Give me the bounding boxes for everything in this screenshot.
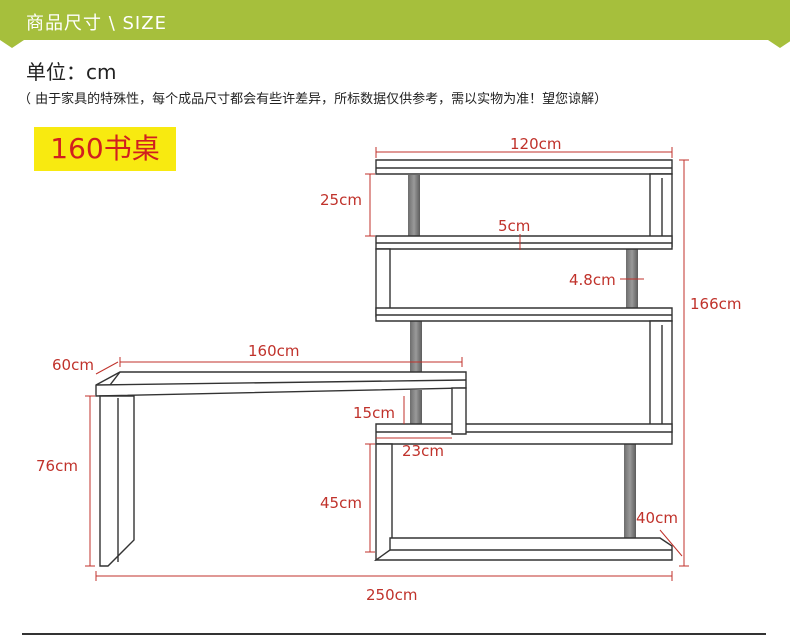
unit-label: 单位：cm <box>26 60 117 84</box>
disclaimer-note: （ 由于家具的特殊性，每个成品尺寸都会有些许差异，所标数据仅供参考，需以实物为准… <box>18 92 608 107</box>
dim-pole-diameter: 4.8cm <box>569 271 616 289</box>
dim-desk-height: 76cm <box>36 457 78 475</box>
desk <box>95 371 467 567</box>
dim-total-length: 250cm <box>366 586 418 604</box>
dim-shelf-gap: 25cm <box>320 191 362 209</box>
shelf-base-board <box>373 537 673 561</box>
shelf-unit <box>373 159 673 562</box>
shelf-board-1 <box>375 159 673 175</box>
dim-total-height: 166cm <box>690 295 742 313</box>
shelf-board-4 <box>375 423 673 445</box>
dim-desk-offset: 23cm <box>402 442 444 460</box>
dimension-lines <box>85 147 689 581</box>
banner-notch-left <box>0 40 24 48</box>
desk-leg-left <box>99 395 135 567</box>
dim-desk-length: 160cm <box>248 342 300 360</box>
footer-divider <box>22 633 766 635</box>
shelf-panel-left-2 <box>375 248 391 318</box>
shelf-panel-right-1 <box>649 173 673 248</box>
pole-middle <box>410 319 422 379</box>
pole-top <box>408 175 420 237</box>
pole-upper <box>626 246 638 308</box>
banner-notch-right <box>768 40 790 48</box>
dim-lower-gap: 45cm <box>320 494 362 512</box>
desk-support-right <box>451 387 467 435</box>
section-title: 商品尺寸 \ SIZE <box>26 13 167 34</box>
dim-board-thickness: 5cm <box>498 217 530 235</box>
shelf-panel-right-3 <box>649 320 673 433</box>
pole-desk <box>410 390 422 424</box>
dim-shelf-width: 120cm <box>510 135 562 153</box>
dim-desk-gap: 15cm <box>353 404 395 422</box>
section-banner: 商品尺寸 \ SIZE <box>0 0 790 40</box>
support-poles <box>408 175 638 546</box>
model-badge: 160书桌 <box>34 127 176 171</box>
dim-base-depth: 40cm <box>636 509 678 527</box>
dim-desk-depth: 60cm <box>52 356 94 374</box>
pole-lower <box>624 442 636 546</box>
